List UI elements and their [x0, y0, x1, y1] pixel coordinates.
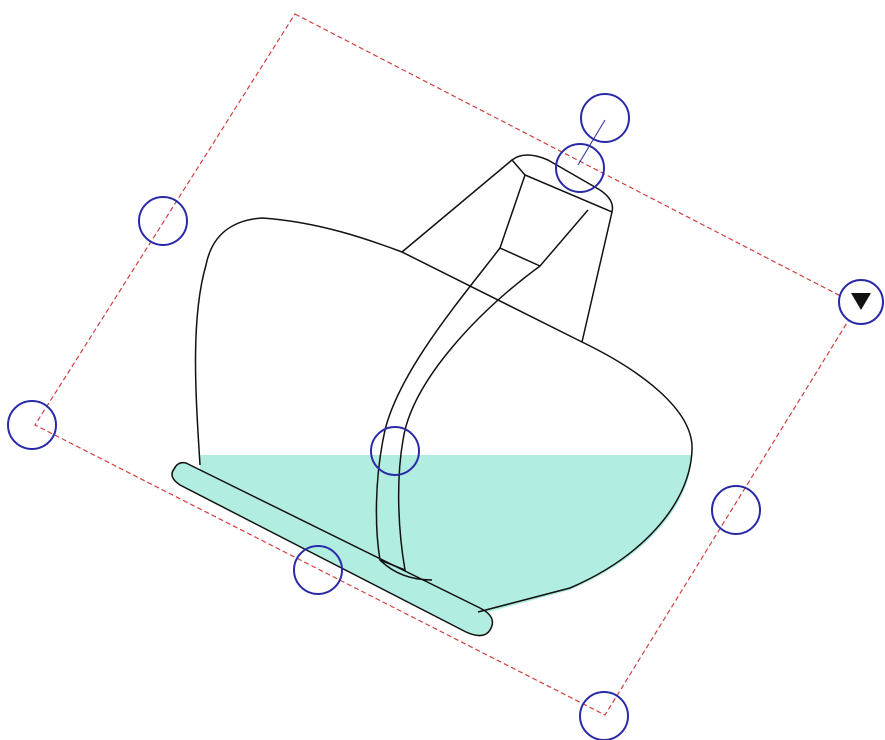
rotate-handle[interactable] — [581, 94, 629, 142]
resize-handle-bottom-right[interactable] — [580, 692, 628, 740]
flask-stopper — [500, 175, 588, 266]
resize-handle-right[interactable] — [712, 486, 760, 534]
flask-neck-right — [582, 212, 612, 342]
resize-handle-left-upper[interactable] — [139, 197, 187, 245]
context-menu-handle[interactable] — [839, 280, 883, 324]
resize-handle-left[interactable] — [8, 401, 56, 449]
flask-neck-left — [402, 160, 512, 252]
